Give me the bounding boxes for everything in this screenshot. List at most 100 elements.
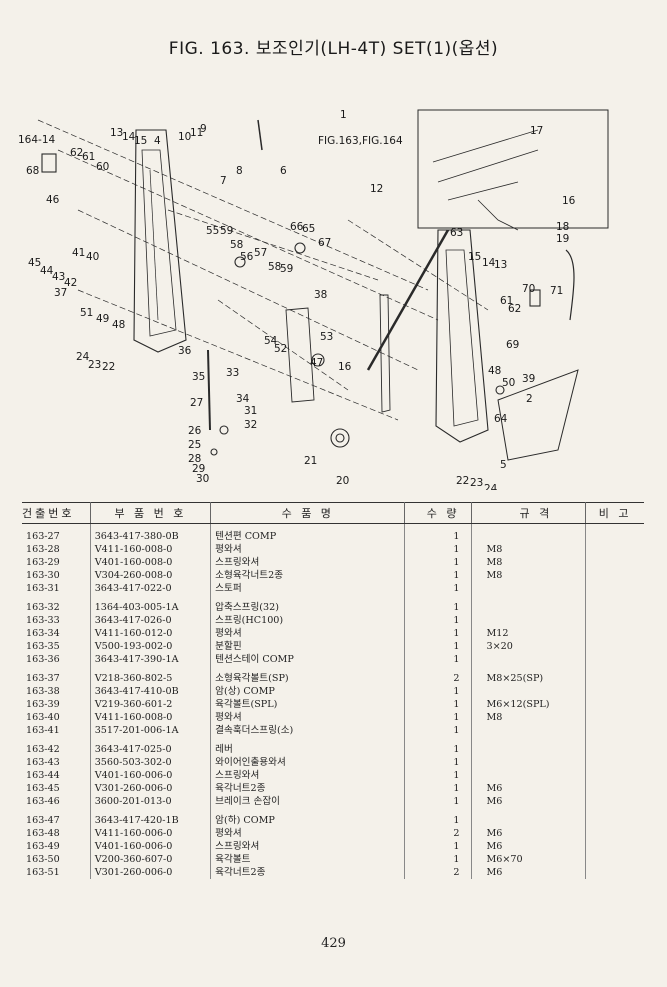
cell-part-name: 소형육각너트2종 — [210, 569, 406, 582]
callout-label: 14 — [122, 131, 136, 143]
callout-label: 47 — [310, 357, 323, 369]
callout-label: 66 — [290, 221, 304, 233]
callout-label: 38 — [314, 289, 327, 301]
cell-remarks — [586, 711, 644, 724]
cell-quantity: 1 — [404, 853, 473, 866]
callout-label: 31 — [244, 405, 257, 417]
cell-index-number: 163-44 — [22, 769, 91, 782]
right-frame — [435, 229, 489, 443]
callout-label: 13 — [110, 127, 123, 139]
cell-remarks — [586, 672, 644, 685]
cell-index-number: 163-45 — [22, 782, 91, 795]
cell-part-number: 3643-417-390-1A — [90, 653, 212, 666]
cell-quantity: 1 — [404, 569, 473, 582]
cell-remarks — [586, 814, 644, 827]
cell-index-number: 163-35 — [22, 640, 91, 653]
cell-quantity: 1 — [404, 711, 473, 724]
callout-label: 69 — [506, 339, 519, 351]
cell-part-number: V218-360-802-5 — [90, 672, 212, 685]
cell-specification: M8×25(SP) — [471, 672, 587, 685]
callout-label: 57 — [254, 247, 267, 259]
cell-index-number: 163-51 — [22, 866, 91, 879]
cell-part-name: 소형육각볼트(SP) — [210, 672, 406, 685]
cell-quantity: 1 — [404, 814, 473, 827]
callout-label: 12 — [370, 183, 383, 195]
cell-quantity: 1 — [404, 743, 473, 756]
cell-specification — [471, 685, 587, 698]
cell-remarks — [586, 698, 644, 711]
cell-remarks — [586, 653, 644, 666]
cell-remarks — [586, 685, 644, 698]
cell-part-name: 육각너트2종 — [210, 866, 406, 879]
callout-label: 9 — [200, 123, 207, 135]
callout-label: 20 — [336, 475, 349, 487]
cell-part-name: 육각너트2종 — [210, 782, 406, 795]
cell-part-name: 스프링와셔 — [210, 840, 406, 853]
cell-part-number: 1364-403-005-1A — [90, 601, 212, 614]
cell-part-number: V411-160-008-0 — [90, 711, 212, 724]
cell-part-number: 3517-201-006-1A — [90, 724, 212, 737]
cell-part-name: 암(상) COMP — [210, 685, 406, 698]
cell-index-number: 163-41 — [22, 724, 91, 737]
cell-index-number: 163-39 — [22, 698, 91, 711]
cell-index-number: 163-42 — [22, 743, 91, 756]
cell-part-name: 평와셔 — [210, 827, 406, 840]
callout-label: 11 — [190, 127, 203, 139]
callout-label: 23 — [88, 359, 101, 371]
cell-index-number: 163-36 — [22, 653, 91, 666]
callout-label: 39 — [522, 373, 535, 385]
callout-label: 13 — [494, 259, 507, 271]
cell-remarks — [586, 640, 644, 653]
cell-quantity: 2 — [404, 672, 473, 685]
cell-part-name: 레버 — [210, 743, 406, 756]
cell-remarks — [586, 524, 644, 544]
header-remarks: 비 고 — [585, 502, 644, 524]
callout-label: 56 — [240, 251, 254, 263]
callout-label: 65 — [302, 223, 315, 235]
cell-part-name: 스프링(HC100) — [210, 614, 406, 627]
header-index-number: 건출번호 — [22, 502, 91, 524]
cell-remarks — [586, 724, 644, 737]
cell-specification: M8 — [471, 569, 587, 582]
callout-label: 53 — [320, 331, 333, 343]
cell-quantity: 1 — [404, 840, 473, 853]
cell-index-number: 163-27 — [22, 523, 91, 543]
cell-specification — [471, 743, 587, 756]
callout-label: 52 — [274, 343, 287, 355]
cell-part-number: V401-160-006-0 — [90, 769, 212, 782]
callout-label: 35 — [192, 371, 205, 383]
cell-specification — [471, 769, 587, 782]
callout-label: 48 — [488, 365, 501, 377]
cell-index-number: 163-31 — [22, 582, 91, 595]
callout-label: 7 — [220, 175, 227, 187]
cell-specification: M6 — [471, 782, 587, 795]
callout-label: 29 — [192, 463, 205, 475]
callout-label: 37 — [54, 287, 67, 299]
cell-specification: M8 — [471, 556, 587, 569]
cell-quantity: 1 — [404, 627, 473, 640]
cell-quantity: 1 — [404, 756, 473, 769]
cell-specification — [471, 523, 587, 543]
left-frame — [133, 129, 187, 353]
cell-part-number: V500-193-002-0 — [90, 640, 212, 653]
cell-part-number: 3643-417-410-0B — [90, 685, 212, 698]
callout-label: 61 — [82, 151, 95, 163]
header-part-number: 부 품 번 호 — [90, 502, 212, 524]
cell-specification — [471, 653, 587, 666]
cell-index-number: 163-34 — [22, 627, 91, 640]
cell-quantity: 1 — [404, 685, 473, 698]
